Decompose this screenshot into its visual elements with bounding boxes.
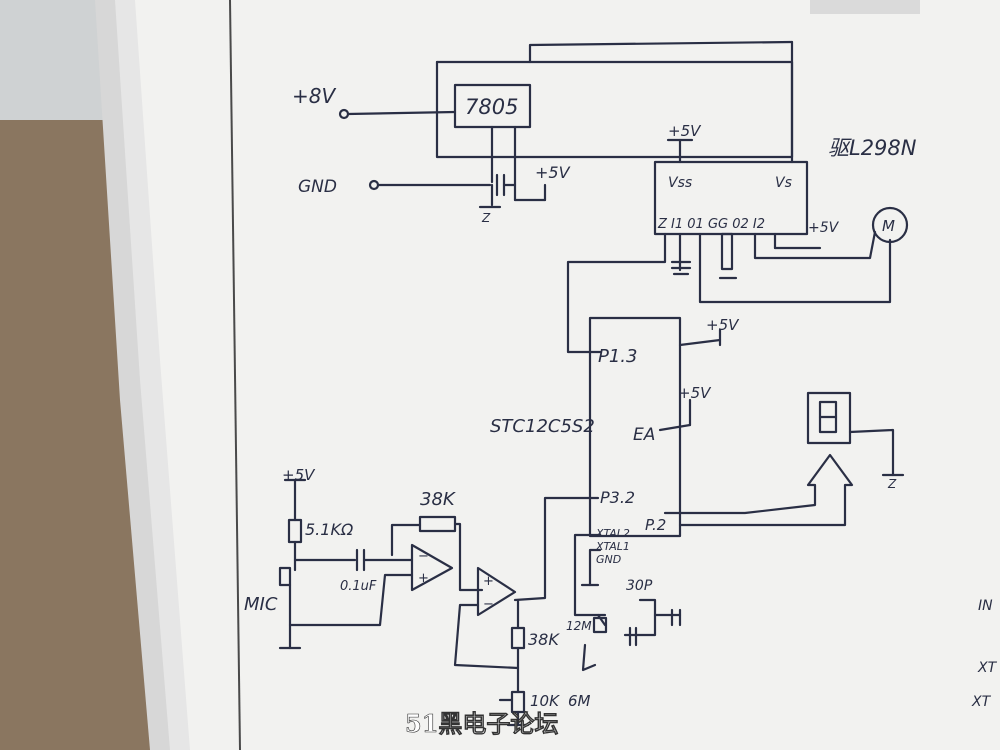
watermark-text: 51黑电子论坛 [405,709,558,738]
label-7805: 7805 [465,95,518,119]
label-vs: Vs [775,175,792,191]
label-gnd: GND [298,177,337,197]
paper-corner-shadow [810,0,920,14]
opamp2-minus: − [483,597,494,612]
label-motor: M [882,217,895,235]
motor-symbol [871,206,909,244]
opamp1-plus: + [418,571,429,586]
opamp-2 [476,566,517,617]
wire-mic-gnd [288,573,414,627]
wire-top-loop [528,40,794,64]
l298n-driver: +5V Vss Vs Z I1 01 GG 02 I2 +5V 驱L298N M [435,40,917,354]
wire-gnd-mcu [588,548,602,587]
paper-margin-line [229,0,241,750]
seven-segment-display: Z [806,391,905,491]
opamp1-minus: − [418,549,429,564]
label-reg-5v: +5V [535,163,571,182]
margin-text-xt1: XT [977,660,998,676]
label-p32: P3.2 [600,488,635,507]
label-l298-5v: +5V [668,122,702,140]
label-10k: 10K [530,692,560,710]
label-mcu-gnd: GND [596,553,621,566]
label-xtal1: XTAL1 [595,540,630,553]
label-ea: EA [633,425,655,445]
label-vss: Vss [668,175,692,191]
crystal-symbol-1 [596,613,607,627]
sense-resistor [720,232,734,271]
label-01uf: 0.1uF [340,579,377,594]
label-5k1: 5.1KΩ [305,520,354,539]
label-8v: +8V [292,84,336,108]
crystal-lead [581,643,597,672]
label-ea-5v: +5V [678,384,712,402]
wire-p2-display [663,453,854,527]
wire-p32-opamp [513,496,600,602]
power-section: +8V GND 7805 +5V Z [292,60,794,225]
label-l298n: 驱L298N [828,136,917,160]
label-mcu-name: STC12C5S2 [490,416,595,437]
mic-amplifier-section: +5V 5.1KΩ 38K 0.1uF MIC 38K 10K 6M − + +… [244,466,591,727]
display-body [806,391,852,445]
label-mcu-5v: +5V [706,316,740,334]
crystal-body [592,616,608,634]
label-p13: P1.3 [598,346,637,367]
label-l298-pins: Z I1 01 GG 02 I2 [657,217,765,232]
label-30p: 30P [626,578,653,594]
label-12m: 12M [566,619,592,633]
label-38k-bottom: 38K [528,630,560,649]
display-gnd-z: Z [887,477,897,491]
label-mic: MIC [244,594,278,615]
label-6m: 6M [568,692,591,710]
label-ground-z: Z [481,211,491,225]
label-l298-right-5v: +5V [808,220,840,236]
wire-motor-a [698,232,892,304]
wire-fb1-right [453,522,484,592]
wire-xtal2 [573,533,607,617]
label-38k-top: 38K [420,489,456,510]
wire-xtal1 [623,598,657,637]
wire-mcu-5v [678,338,722,347]
label-xtal2: XTAL2 [595,527,630,540]
wire-fb1-left [390,523,422,557]
wire-opamp2-fb [453,603,520,670]
opamp-1 [410,543,454,592]
terminal-gnd [368,179,380,191]
margin-text-xt2: XT [971,694,992,710]
wire-display-gnd [848,428,895,477]
opamp2-plus: + [483,574,494,589]
label-mic-5v: +5V [282,466,316,484]
label-p2: P.2 [645,516,666,534]
wire-motor-b [753,230,877,260]
wire-l298-to-p13 [566,232,667,354]
wire-ea [658,423,692,432]
paper-sheet [135,0,1000,750]
margin-text-in: IN [978,598,993,614]
terminal-8v [338,108,350,120]
mcu-stc12c5s2: P1.3 +5V EA +5V STC12C5S2 P3.2 P.2 XTAL2… [490,316,854,672]
